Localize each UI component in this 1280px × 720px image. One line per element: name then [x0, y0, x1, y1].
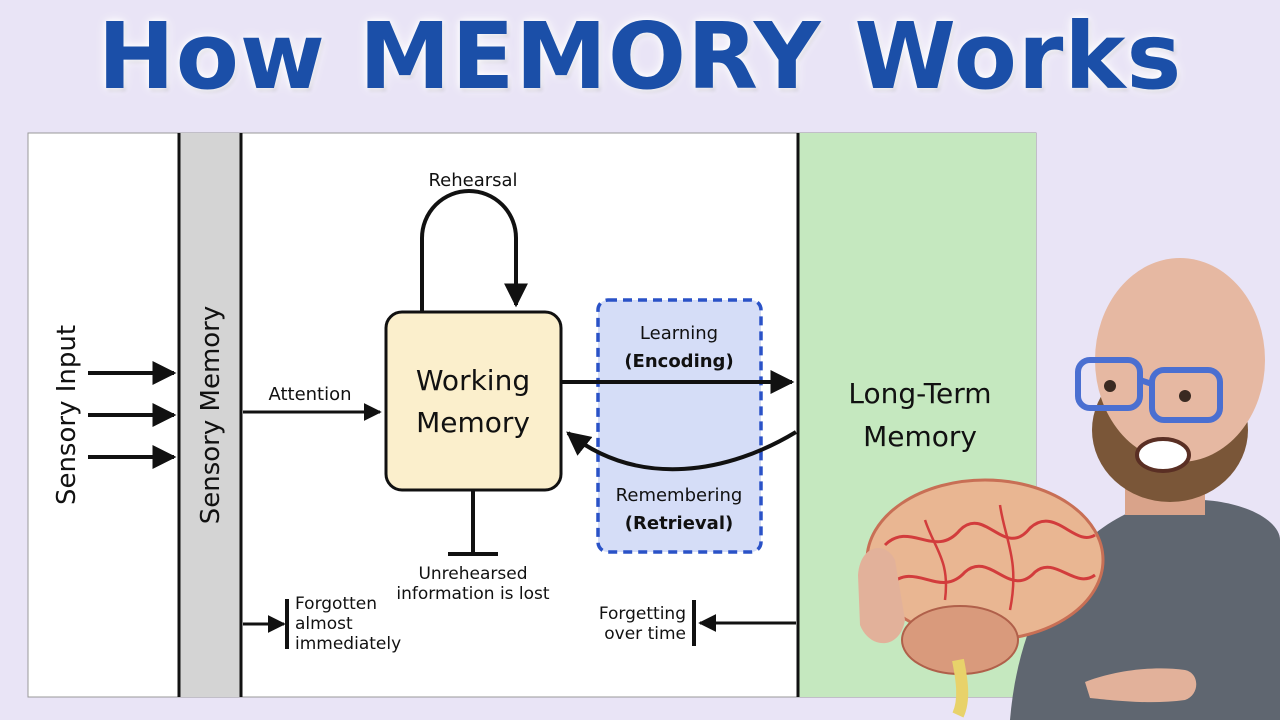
retrieval-label: (Retrieval): [625, 513, 733, 534]
remembering-label: Remembering: [616, 485, 743, 506]
retrieval-arrow: [566, 430, 798, 472]
glasses-icon: [1075, 357, 1143, 411]
long-term-label-line1: Long-Term: [848, 377, 991, 410]
unrehearsed-label-line1: Unrehearsed: [418, 564, 527, 584]
encoding-label: (Encoding): [624, 351, 733, 372]
rehearsal-loop-arrow: [420, 189, 528, 311]
learning-label: Learning: [640, 323, 718, 344]
rehearsal-label: Rehearsal: [428, 170, 517, 191]
long-term-label-line2: Memory: [863, 420, 977, 453]
sensory-input-label: Sensory Input: [52, 325, 82, 505]
forgotten-label-line1: Forgotten: [295, 594, 377, 614]
sensory-memory-label: Sensory Memory: [196, 306, 226, 525]
forgotten-label-line3: immediately: [295, 634, 401, 654]
attention-label: Attention: [268, 384, 351, 405]
thumbnail-title: How MEMORY Works: [97, 3, 1183, 110]
unrehearsed-label-line2: information is lost: [396, 584, 549, 604]
working-memory-label-line1: Working: [416, 364, 530, 397]
forgotten-label-line2: almost: [295, 614, 353, 634]
forgetting-label-line2: over time: [604, 624, 686, 644]
working-memory-label-line2: Memory: [416, 406, 530, 439]
encoding-retrieval-box: [596, 298, 763, 554]
sensory-memory-band: [179, 133, 241, 697]
forgetting-label-line1: Forgetting: [599, 604, 686, 624]
